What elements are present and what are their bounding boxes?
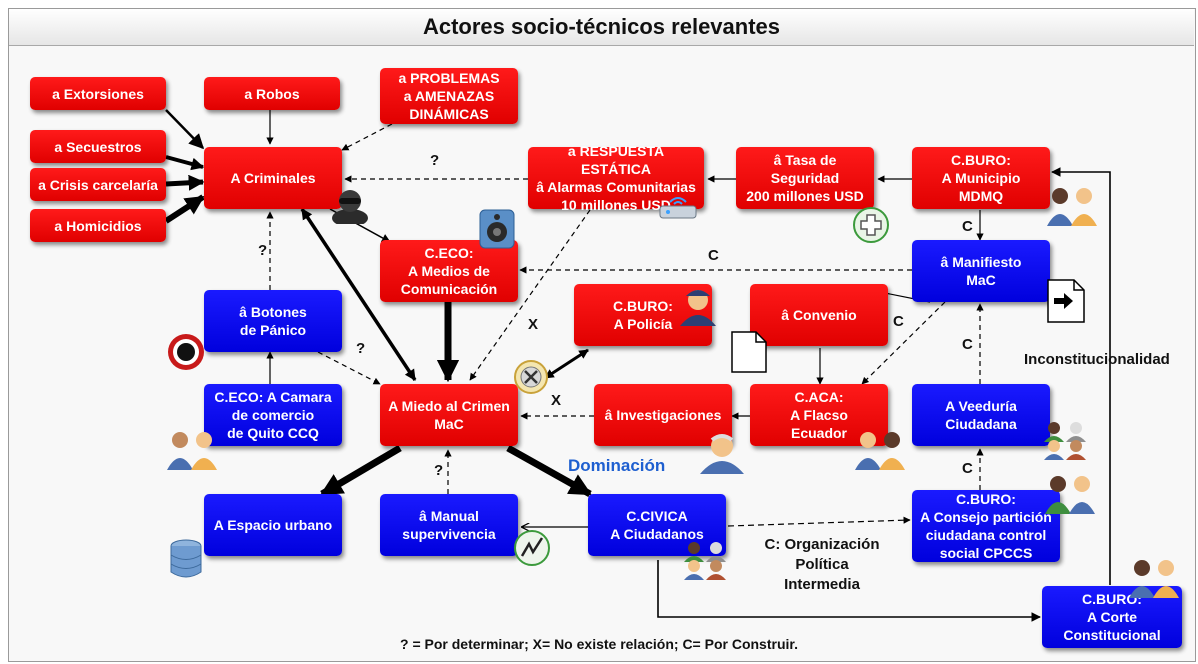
node-convenio: â Convenio (750, 284, 888, 346)
label-botones-criminales: ? (258, 242, 268, 259)
link-ciudadanos-corte (657, 560, 1041, 622)
link-miedo-ciudadanos (506, 444, 592, 498)
link-problemas-criminales (341, 123, 393, 151)
people-icon-camara (167, 432, 217, 470)
people-icon-flacso (855, 432, 905, 470)
label-manifiesto-medios: C (708, 247, 719, 264)
document-arrow-icon (1047, 279, 1085, 323)
link-policia-miedo (544, 348, 589, 380)
label-municipio-manifiesto: C (962, 218, 973, 235)
router-icon (659, 197, 697, 219)
link-extorsiones-criminales (165, 109, 205, 150)
node-policia: C.BURO: A Policía (574, 284, 712, 346)
link-criminales-miedo (300, 208, 417, 381)
label-botones-miedo: ? (356, 340, 366, 357)
link-miedo-espacio (320, 444, 402, 498)
link-corte-municipio (1051, 167, 1111, 585)
label-manifiesto-flacso: C (893, 313, 904, 330)
node-espacio-urbano: A Espacio urbano (204, 494, 342, 556)
node-criminales: A Criminales (204, 147, 342, 209)
group-icon-veeduria (1044, 422, 1086, 460)
label-respuesta-criminales: ? (430, 152, 440, 169)
panic-button-icon (168, 334, 204, 370)
people-icon-municipio (1047, 188, 1097, 226)
node-flacso: C.ACA: A Flacso Ecuador (750, 384, 888, 446)
page-title: Actores socio-técnicos relevantes (9, 9, 1194, 46)
label-veeduria-manifiesto: C (962, 336, 973, 353)
node-investigaciones: â Investigaciones (594, 384, 732, 446)
node-crisis-carcelaria: a Crisis carcelaría (30, 168, 166, 201)
link-manifiesto-flacso (861, 301, 946, 385)
node-robos: a Robos (204, 77, 340, 110)
label-organizacion-politica: C: Organización Política Intermedia (764, 536, 880, 593)
people-icon-corte (1129, 560, 1179, 598)
node-manifiesto: â Manifiesto MaC (912, 240, 1050, 302)
node-tasa-seguridad: â Tasa de Seguridad 200 millones USD (736, 147, 874, 209)
node-manual: â Manual supervivencia (380, 494, 518, 556)
label-investigaciones-miedo: X (551, 392, 562, 409)
node-homicidios: a Homicidios (30, 209, 166, 242)
plus-icon (853, 207, 889, 243)
node-extorsiones: a Extorsiones (30, 77, 166, 110)
link-botones-miedo (317, 351, 381, 385)
legend-footnote: ? = Por determinar; X= No existe relació… (400, 636, 798, 652)
label-manual-miedo: ? (434, 462, 444, 479)
node-botones-panico: â Botones de Pánico (204, 290, 342, 352)
document-icon (731, 331, 767, 373)
node-problemas: a PROBLEMAS a AMENAZAS DINÁMICAS (380, 68, 518, 124)
label-consejo-veeduria: C (962, 460, 973, 477)
node-miedo-crimen: A Miedo al Crimen MaC (380, 384, 518, 446)
label-dominacion: Dominación (568, 456, 666, 475)
speaker-icon (479, 209, 515, 249)
people-icon-consejo (1045, 476, 1095, 514)
database-icon (170, 539, 202, 578)
node-medios-comunicacion: C.ECO: A Medios de Comunicación (380, 240, 518, 302)
node-secuestros: a Secuestros (30, 130, 166, 163)
link-homicidios-criminales (164, 194, 205, 224)
criminal-icon (332, 190, 368, 224)
node-ciudadanos: C.CIVICA A Ciudadanos (588, 494, 726, 556)
link-ciudadanos-consejo (727, 516, 911, 527)
label-inconstitucionalidad: Inconstitucionalidad (1024, 351, 1170, 368)
survival-signal-icon (514, 530, 550, 566)
blocked-relation-icon (514, 360, 548, 394)
label-respuesta-miedo: X (528, 316, 539, 333)
node-consejo: C.BURO: A Consejo partición ciudadana co… (912, 490, 1060, 562)
group-icon-ciudadanos (684, 542, 726, 580)
link-respuesta-miedo (469, 209, 591, 381)
link-crisis-criminales (165, 174, 205, 191)
node-camara-comercio: C.ECO: A Camara de comercio de Quito CCQ (204, 384, 342, 446)
researcher-icon (700, 434, 744, 474)
link-secuestros-criminales (165, 155, 205, 171)
police-officer-icon (680, 290, 716, 326)
node-municipio: C.BURO: A Municipio MDMQ (912, 147, 1050, 209)
node-veeduria: A Veeduría Ciudadana (912, 384, 1050, 446)
